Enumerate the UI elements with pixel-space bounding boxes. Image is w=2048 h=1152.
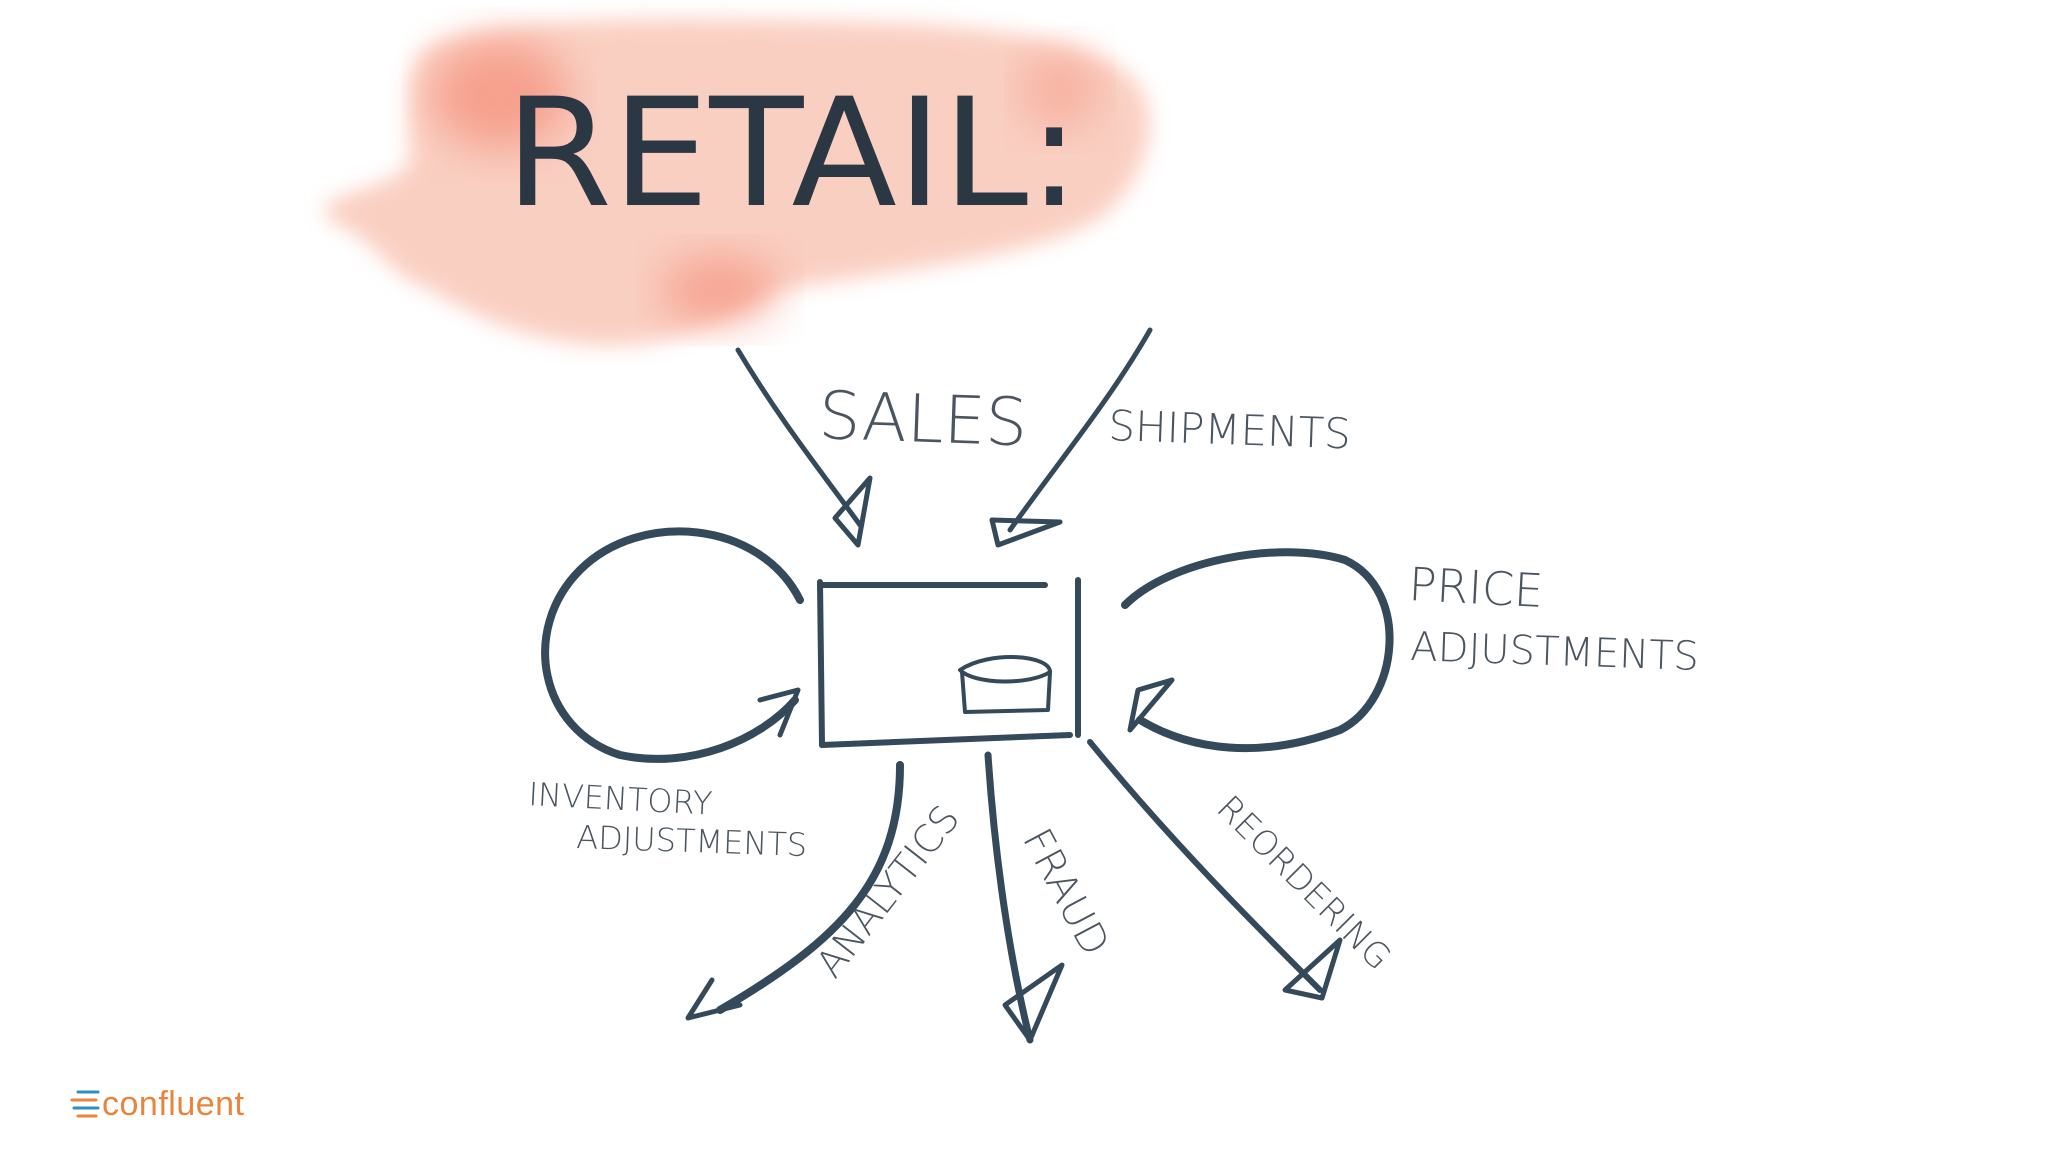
inventory-loop-arrow [541, 527, 804, 763]
inventory-label-line1: INVENTORY [528, 775, 714, 823]
page-title: RETAIL: [505, 67, 1080, 241]
price-label-line1: PRICE [1407, 557, 1544, 618]
analytics-label: ANALYTICS [807, 797, 968, 985]
shipments-arrow [989, 327, 1153, 548]
processor-box [817, 577, 1081, 748]
sales-label: SALES [817, 377, 1028, 461]
confluent-mark-icon [70, 1090, 100, 1118]
title-highlight [324, 18, 1150, 346]
price-label-line2: ADJUSTMENTS [1410, 624, 1700, 680]
confluent-logo: confluent [68, 1082, 245, 1126]
reordering-arrow [1087, 739, 1343, 1001]
reordering-label: REORDERING [1209, 788, 1399, 978]
sales-arrow [735, 347, 873, 548]
analytics-arrow [685, 761, 904, 1021]
confluent-wordmark: confluent [102, 1085, 245, 1123]
fraud-label: FRAUD [1013, 821, 1118, 963]
shipments-label: SHIPMENTS [1108, 401, 1352, 458]
fraud-arrow [984, 751, 1065, 1044]
database-icon [958, 655, 1052, 714]
inventory-label-line2: ADJUSTMENTS [576, 818, 808, 864]
price-loop-arrow [1121, 548, 1394, 753]
